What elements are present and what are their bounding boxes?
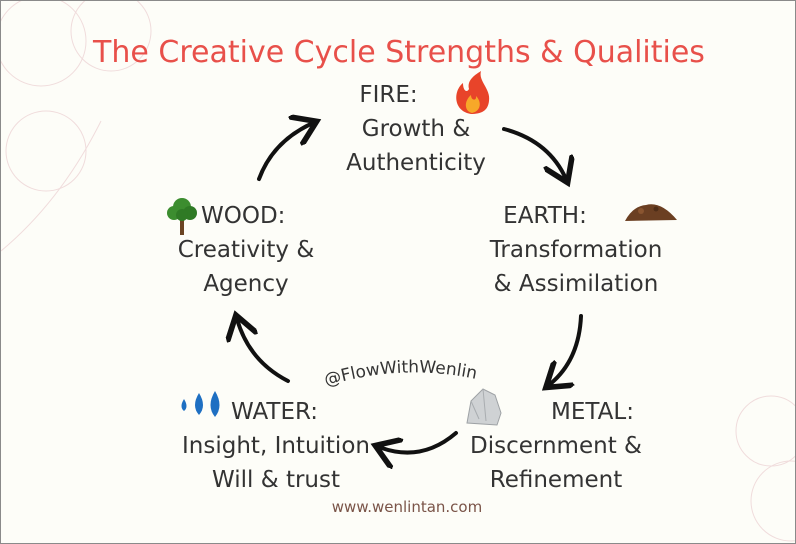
fire-quality: Authenticity xyxy=(346,150,486,176)
water-quality: Insight, Intuition xyxy=(182,433,370,459)
fire-icon xyxy=(456,71,490,114)
wood-quality: Creativity & xyxy=(177,237,315,263)
handle-text: @FlowWithWenlin xyxy=(322,357,479,390)
water-quality: Will & trust xyxy=(211,467,341,493)
arrow-earth-to-metal xyxy=(549,314,583,385)
metal-element: METAL: Discernment & Refinement xyxy=(461,395,651,497)
earth-quality: & Assimilation xyxy=(493,271,659,297)
page-title: The Creative Cycle Strengths & Qualities xyxy=(93,35,705,70)
tree-icon xyxy=(167,198,197,235)
wood-quality: Agency xyxy=(203,271,289,297)
water-label: WATER: xyxy=(231,399,319,425)
rock-icon xyxy=(466,388,502,426)
earth-label: EARTH: xyxy=(503,203,587,229)
wood-element: WOOD: Creativity & Agency xyxy=(161,199,331,301)
metal-quality: Refinement xyxy=(489,467,623,493)
arrow-water-to-wood xyxy=(237,319,290,383)
metal-quality: Discernment & xyxy=(470,433,642,459)
water-element: WATER: Insight, Intuition Will & trust xyxy=(171,395,381,497)
website-link[interactable]: www.wenlintan.com xyxy=(331,498,483,516)
soil-mound-icon xyxy=(625,204,677,221)
fire-label: FIRE: xyxy=(359,82,418,108)
arrow-fire-to-earth xyxy=(502,127,566,179)
water-droplets-icon xyxy=(181,391,220,417)
fire-element: FIRE: Growth & Authenticity xyxy=(331,78,501,180)
metal-label: METAL: xyxy=(551,399,634,425)
fire-quality: Growth & xyxy=(361,116,471,142)
wood-label: WOOD: xyxy=(201,203,286,229)
earth-element: EARTH: Transformation & Assimilation xyxy=(481,199,671,301)
arrow-metal-to-water xyxy=(379,431,458,453)
earth-quality: Transformation xyxy=(489,237,663,263)
arrow-wood-to-fire xyxy=(257,123,313,181)
